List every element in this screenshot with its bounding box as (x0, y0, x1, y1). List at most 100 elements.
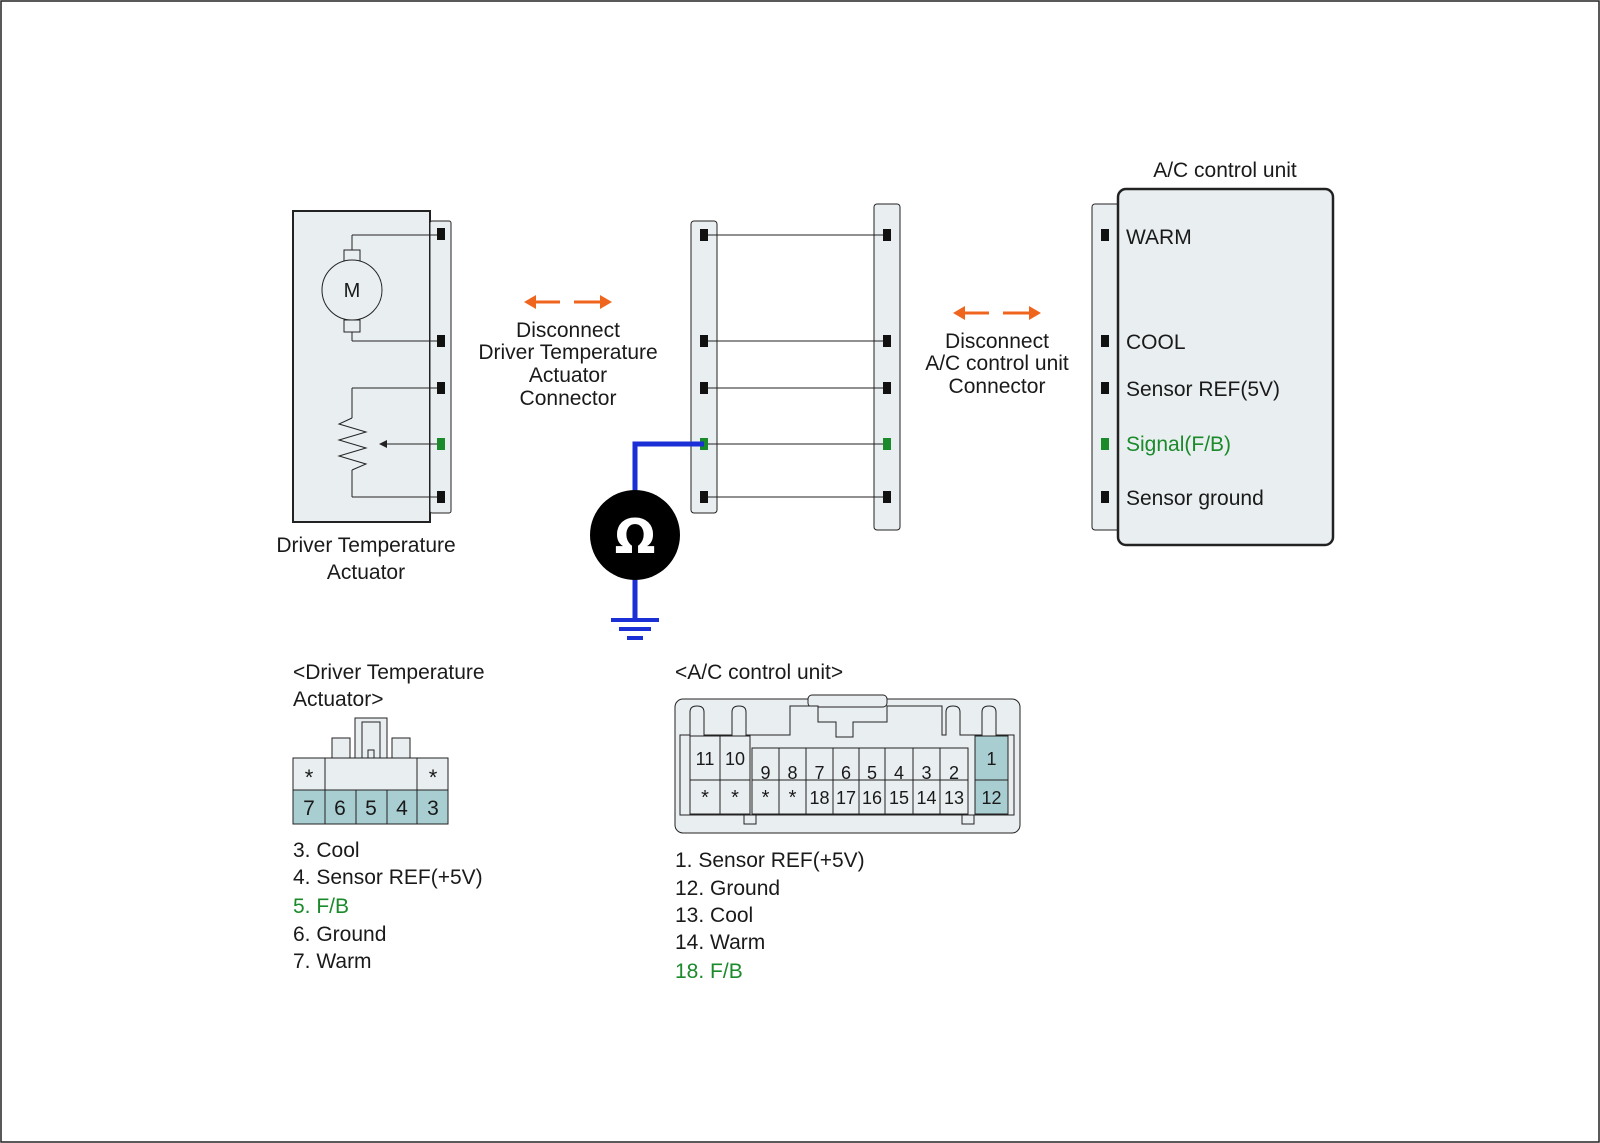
acu-connector-cell-label: 2 (949, 763, 959, 783)
acu-title: A/C control unit (1153, 159, 1297, 182)
harness-pin (700, 491, 708, 503)
connector-cell (386, 789, 418, 825)
connector-cell: * (305, 765, 314, 790)
actuator-caption: Actuator (327, 561, 405, 584)
harness-connector-right (873, 203, 901, 531)
acu-pin (1101, 229, 1109, 241)
legend-item: 1. Sensor REF(+5V) (675, 849, 865, 872)
connector-cell (292, 789, 326, 825)
legend-item: 13. Cool (675, 904, 753, 927)
legend-item: 14. Warm (675, 931, 765, 954)
harness-pin-feedback (883, 438, 891, 450)
disconnect-acu-label: Disconnect (945, 330, 1049, 353)
acu-connector-cell-label: 6 (841, 763, 851, 783)
acu-connector-cell (719, 779, 751, 815)
connector-cell-label: 5 (365, 797, 377, 820)
acu-pin (1101, 491, 1109, 503)
legend-item: 4. Sensor REF(+5V) (293, 866, 483, 889)
connector-cell (324, 789, 357, 825)
connector-cell-label: 6 (334, 797, 346, 820)
actuator-connector-title: <Driver Temperature (293, 661, 485, 684)
actuator-pin (437, 335, 445, 347)
actuator-component: M Driver Temperature Actuator (276, 210, 456, 584)
acu-pin-label-feedback: Signal(F/B) (1126, 433, 1231, 456)
harness-pin (700, 335, 708, 347)
acu-connector-cell (719, 735, 751, 781)
acu-connector-cell (689, 735, 721, 781)
acu-connector-cell-label: 16 (862, 788, 882, 808)
acu-pin-feedback (1101, 438, 1109, 450)
actuator-pin (437, 228, 445, 240)
ohmmeter-icon (590, 490, 680, 580)
harness-pin (700, 229, 708, 241)
actuator-legend: 3. Cool 4. Sensor REF(+5V) 5. F/B 6. Gro… (293, 839, 483, 973)
acu-connector-cell-label: 9 (760, 763, 770, 783)
acu-connector-cell-label: 7 (814, 763, 824, 783)
disconnect-actuator-label: Driver Temperature (478, 341, 657, 364)
legend-item: 12. Ground (675, 877, 780, 900)
acu-connector-cell (832, 779, 860, 815)
acu-connector-cell-label: 11 (696, 749, 715, 769)
acu-connector-title: <A/C control unit> (675, 661, 843, 684)
disconnect-acu-label: A/C control unit (925, 352, 1069, 375)
actuator-body (292, 210, 431, 523)
actuator-connector-strip (429, 220, 452, 514)
acu-connector-cell (778, 779, 807, 815)
acu-connector-cell-label: 5 (867, 763, 877, 783)
actuator-pin (437, 491, 445, 503)
acu-connector-cell (689, 779, 721, 815)
acu-connector-cell (858, 779, 886, 815)
acu-body (1116, 187, 1335, 547)
acu-connector-cell-label: 13 (944, 788, 964, 808)
acu-pin-label: WARM (1126, 226, 1192, 249)
acu-connector-cell (884, 779, 914, 815)
connector-cell-label: 7 (303, 797, 315, 820)
acu-connector-cell-label: 12 (981, 788, 1001, 808)
acu-connector-cell (939, 779, 969, 815)
harness-connector-left (690, 220, 718, 514)
legend-item: 6. Ground (293, 923, 386, 946)
harness-pin (883, 382, 891, 394)
ohm-symbol: Ω (615, 509, 656, 565)
connector-cell (416, 789, 449, 825)
connector-cell-label: 4 (396, 797, 408, 820)
legend-item: 3. Cool (293, 839, 360, 862)
connector-cell-label: 3 (427, 797, 439, 820)
acu-connector-cell-label: 1 (986, 749, 996, 769)
acu-connector-cell-label: 8 (787, 763, 797, 783)
harness-pin (883, 335, 891, 347)
acu-pin (1101, 335, 1109, 347)
actuator-pin (437, 382, 445, 394)
acu-connector-cell-label: * (731, 787, 739, 809)
acu-connector-cell-label: 18 (809, 788, 829, 808)
acu-pin-label: Sensor REF(5V) (1126, 378, 1280, 401)
acu-connector-cell-label: 10 (725, 749, 745, 769)
acu-connector-cell (912, 779, 941, 815)
acu-connector-cell (974, 735, 1009, 781)
actuator-connector-view: <Driver Temperature Actuator> * * 7 6 5 … (292, 661, 485, 825)
acu-connector-cell-label: 15 (889, 788, 909, 808)
acu-connector-cell-label: 4 (894, 763, 904, 783)
disconnect-actuator-arrows (524, 295, 612, 309)
disconnect-acu-label: Connector (949, 375, 1046, 398)
acu-pin-label: COOL (1126, 331, 1186, 354)
harness-pin (700, 382, 708, 394)
acu-connector-cell-label: * (701, 787, 709, 809)
disconnect-actuator-label: Actuator (529, 364, 607, 387)
actuator-connector-title: Actuator> (293, 688, 383, 711)
ohmmeter: Ω (590, 441, 704, 640)
legend-item-feedback: 5. F/B (293, 895, 349, 918)
acu-connector-cell-label: * (789, 787, 797, 809)
legend-item: 7. Warm (293, 950, 372, 973)
resistor-icon (337, 417, 368, 471)
connector-cell: * (429, 765, 438, 790)
acu-legend: 1. Sensor REF(+5V) 12. Ground 13. Cool 1… (675, 849, 865, 983)
acu-connector-cell-label: * (762, 787, 770, 809)
acu-connector-cell-label: 17 (836, 788, 856, 808)
harness (690, 203, 901, 531)
harness-pin (883, 229, 891, 241)
motor-symbol: M (344, 280, 361, 302)
